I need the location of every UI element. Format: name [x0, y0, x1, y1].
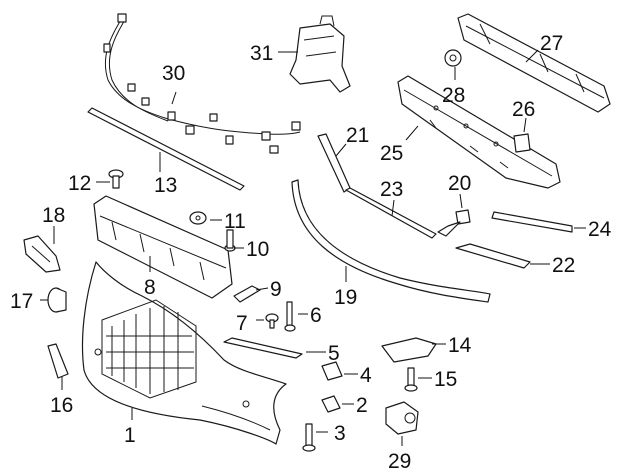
callout-13: 13 — [154, 174, 177, 197]
push-pin — [265, 313, 279, 329]
callout-21: 21 — [346, 124, 369, 147]
mounting-bracket — [289, 15, 351, 93]
side-lamp — [47, 287, 67, 313]
callout-26: 26 — [512, 98, 535, 121]
sensor-bracket — [381, 337, 437, 363]
callout-3: 3 — [334, 422, 346, 445]
emblem — [23, 235, 61, 273]
callout-28: 28 — [442, 84, 465, 107]
screw-15 — [404, 367, 418, 392]
bumper-beam — [397, 75, 561, 189]
callout-10: 10 — [246, 238, 269, 261]
callout-31: 31 — [250, 42, 273, 65]
clip-11 — [189, 211, 207, 225]
tow-hook-cap — [47, 343, 69, 379]
callout-2: 2 — [356, 394, 368, 417]
parking-sensor — [385, 401, 419, 435]
callout-18: 18 — [42, 204, 65, 227]
screw-6 — [284, 301, 296, 332]
callout-6: 6 — [310, 304, 322, 327]
callout-1: 1 — [124, 424, 136, 447]
callout-11: 11 — [224, 210, 246, 233]
callout-8: 8 — [144, 276, 156, 299]
lower-grille-insert — [455, 243, 531, 269]
screw-12 — [108, 169, 124, 189]
callout-24: 24 — [588, 218, 612, 241]
callout-9: 9 — [270, 278, 282, 301]
side-grille-insert — [491, 211, 573, 233]
lower-molding-strip — [345, 187, 437, 239]
callout-4: 4 — [360, 364, 372, 387]
lower-trim — [223, 337, 303, 359]
callout-labels: 1 2 3 4 5 6 7 8 9 10 11 12 13 14 15 16 1… — [10, 32, 612, 471]
callout-29: 29 — [388, 450, 411, 471]
callout-25: 25 — [380, 142, 403, 165]
energy-absorber — [93, 195, 233, 299]
clip-4 — [321, 361, 343, 381]
upper-strip — [87, 107, 245, 191]
front-lip — [291, 179, 491, 303]
bumper-cover — [81, 261, 287, 445]
callout-23: 23 — [380, 178, 403, 201]
fastener-2 — [321, 395, 341, 413]
callout-19: 19 — [334, 286, 357, 309]
wiring-harness — [103, 13, 301, 154]
small-bracket — [233, 285, 261, 303]
bolt — [437, 209, 471, 237]
nut — [444, 49, 462, 67]
callout-14: 14 — [448, 334, 472, 357]
callout-27: 27 — [540, 32, 563, 55]
screw-10 — [224, 229, 236, 252]
bolt-3 — [302, 423, 316, 452]
callout-22: 22 — [552, 254, 575, 277]
callout-30: 30 — [162, 62, 185, 85]
callout-15: 15 — [434, 368, 457, 391]
impact-bar — [457, 13, 611, 113]
callout-16: 16 — [50, 394, 73, 417]
callout-20: 20 — [448, 172, 471, 195]
callout-12: 12 — [68, 172, 91, 195]
label-plate — [513, 133, 531, 153]
callout-5: 5 — [328, 342, 340, 365]
callout-17: 17 — [10, 290, 33, 313]
callout-7: 7 — [236, 312, 248, 335]
